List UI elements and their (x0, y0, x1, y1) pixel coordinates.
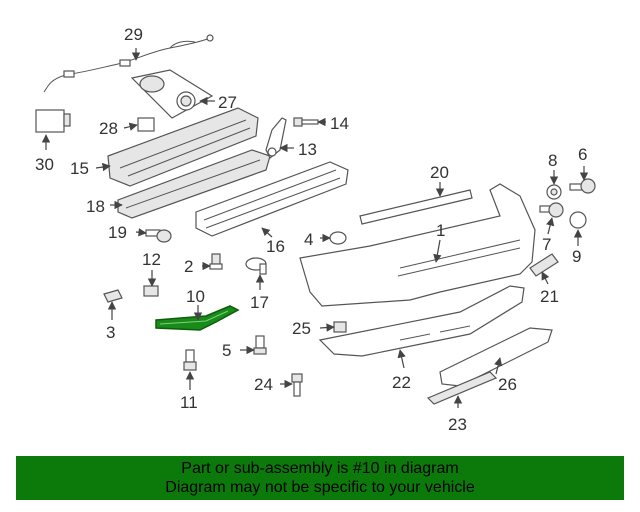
callout-23: 24 (254, 375, 273, 394)
callout-11: 11 (180, 393, 198, 412)
pad-part (137, 117, 155, 132)
callout-10: 10 (186, 287, 205, 306)
banner-line-part-number: Part or sub-assembly is #10 in diagram (181, 460, 459, 477)
callout-20: 20 (430, 163, 449, 182)
clip-3-part (103, 289, 123, 303)
callout-22: 22 (392, 373, 411, 392)
callout-28: 28 (99, 119, 118, 138)
lower-fascia-part (318, 285, 525, 357)
callout-18: 18 (86, 197, 105, 216)
camera-part (35, 109, 71, 133)
callout-29: 29 (124, 25, 143, 44)
bolt-19-part (145, 229, 172, 243)
impact-bar-part (195, 161, 349, 237)
callout-5: 5 (222, 341, 231, 360)
bolt-14-part (293, 117, 319, 127)
bolt-6-part (569, 178, 596, 194)
callout-13: 13 (298, 140, 317, 159)
screw-5-part (253, 335, 267, 355)
info-banner: Part or sub-assembly is #10 in diagram D… (16, 456, 624, 500)
callout-labels: 29 30 28 27 15 18 16 13 14 19 12 2 17 3 … (35, 25, 587, 434)
callout-1: 1 (436, 221, 445, 240)
highlighted-part-10 (155, 305, 240, 331)
reflector-part (529, 253, 559, 277)
banner-line-disclaimer: Diagram may not be specific to your vehi… (165, 479, 475, 496)
park-assist-sensor-part (130, 69, 214, 119)
callout-16: 16 (266, 237, 285, 256)
callout-14: 14 (330, 114, 349, 133)
callout-2: 2 (184, 257, 193, 276)
reinforcement-strip-part (359, 189, 473, 225)
callout-17: 17 (250, 293, 269, 312)
bolt-17-part (245, 257, 267, 275)
callout-9: 9 (572, 247, 581, 266)
callout-4: 4 (304, 230, 313, 249)
callout-21: 21 (540, 287, 559, 306)
nut-8-part (546, 184, 562, 200)
callout-8: 8 (548, 151, 557, 170)
callout-6: 6 (578, 145, 587, 164)
bolt-7-part (539, 202, 564, 218)
callout-12: 12 (142, 250, 161, 269)
leader-lines (41, 48, 589, 408)
energy-absorber-part (107, 107, 259, 187)
screw-11-part (183, 349, 197, 371)
callout-30: 30 (35, 155, 54, 174)
grommet-9-part (569, 211, 587, 229)
wiring-harness-part (43, 34, 214, 93)
skid-trim-part (426, 371, 498, 405)
callout-15: 15 (70, 159, 89, 178)
callout-26: 23 (448, 415, 467, 434)
bolt-23-part (291, 373, 303, 397)
callout-25: 26 (498, 375, 517, 394)
lower-valance-part (439, 327, 553, 387)
clip-24-part (333, 321, 347, 333)
callout-19: 19 (108, 223, 127, 242)
callout-7: 7 (542, 235, 551, 254)
lower-absorber-part (117, 149, 271, 219)
clip-12-part (143, 285, 159, 297)
parts-diagram: 29 30 28 27 15 18 16 13 14 19 12 2 17 3 … (35, 25, 596, 434)
screw-2-part (209, 253, 223, 270)
bracket-part (265, 117, 287, 159)
bumper-cover-part (299, 183, 536, 307)
clip-4-part (329, 231, 347, 245)
callout-24: 25 (292, 319, 311, 338)
callout-3: 3 (106, 323, 115, 342)
callout-27: 27 (218, 93, 237, 112)
